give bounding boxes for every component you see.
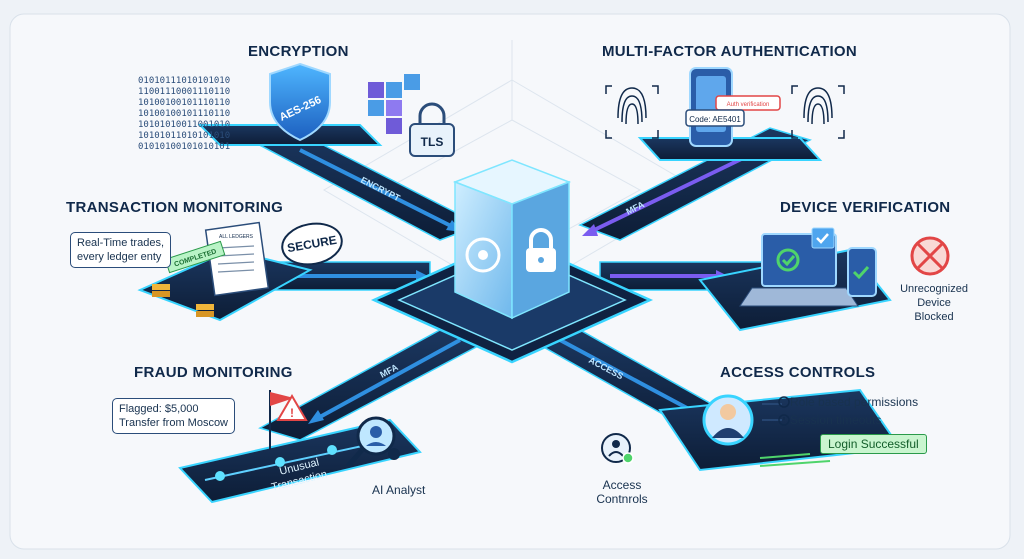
- transaction-bubble-line: every ledger enty: [77, 251, 162, 263]
- binary-line: 01010111010101010: [138, 76, 231, 86]
- device-blocked-caption: Unrecognized Device Blocked: [898, 282, 970, 324]
- binary-line: 10101010011001010: [138, 120, 231, 130]
- access-caption: Access Contnrols: [592, 478, 652, 506]
- device-title: DEVICE VERIFICATION: [780, 199, 951, 216]
- encryption-title: ENCRYPTION: [248, 43, 349, 60]
- auth-alert: [715, 95, 781, 111]
- code-card: [685, 109, 745, 127]
- shield-icon: [269, 62, 331, 142]
- fingerprint-icon: [605, 85, 659, 139]
- ledger-document: [204, 221, 270, 297]
- ledger-doc-title: ALL LEDGERS: [219, 234, 254, 240]
- vault-dial-icon: [465, 237, 501, 273]
- secure-stamp: [281, 222, 343, 266]
- binary-line: 01010100101010101: [138, 142, 231, 152]
- data-blocks-icon: [368, 74, 420, 134]
- role-permissions-item: Role based permissions: [790, 395, 919, 409]
- code-text: Code: AE5401: [689, 115, 741, 124]
- blocked-line: Device Blocked: [914, 297, 954, 323]
- binary-line: 10101011010101010: [138, 131, 231, 141]
- encryption-node: AES-256 TLS: [197, 62, 455, 157]
- binary-line: 11001110001110110: [138, 87, 231, 97]
- central-vault: [370, 159, 654, 364]
- person-icon: [778, 396, 790, 408]
- transaction-bubble: Real-Time trades, every ledger enty: [70, 232, 172, 268]
- tls-lock-icon: [409, 123, 455, 157]
- fingerprint-icon-2: [791, 85, 845, 139]
- clock-icon: [778, 414, 790, 426]
- ai-analyst-caption: AI Analyst: [372, 483, 426, 497]
- svg-text:!: !: [290, 406, 294, 420]
- tls-label: TLS: [421, 135, 444, 149]
- binary-stream: 01010111010101010 11001110001110110 1010…: [138, 76, 230, 153]
- mfa-node: Auth verification Code: AE5401: [605, 67, 845, 161]
- access-caption-line: Contnrols: [596, 492, 648, 506]
- binary-line: 10100100101110110: [138, 98, 231, 108]
- login-success-badge: Login Successful: [820, 434, 927, 454]
- ledger-lines: [217, 245, 255, 273]
- access-caption-line: Access: [602, 478, 642, 492]
- warning-icon: [276, 394, 308, 421]
- fraud-bubble-line: Transfer from Moscow: [119, 417, 229, 429]
- fraud-bubble-line: Flagged: $5,000: [119, 403, 199, 415]
- red-flag-icon: [270, 392, 294, 406]
- blocked-line: Unrecognized: [900, 283, 968, 295]
- fraud-title: FRAUD MONITORING: [134, 364, 293, 381]
- transaction-bubble-line: Real-Time trades,: [77, 237, 165, 249]
- mfa-title: MULTI-FACTOR AUTHENTICATION: [602, 43, 858, 60]
- access-title: ACCESS CONTROLS: [720, 364, 876, 381]
- fraud-bubble: Flagged: $5,000 Transfer from Moscow: [112, 398, 236, 434]
- binary-line: 10100100101110110: [138, 109, 231, 119]
- session-timeouts-item: Session timeouts: [790, 413, 882, 427]
- transaction-node: ALL LEDGERS COMPLETED SECURE: [137, 221, 343, 322]
- auth-alert-text: Auth verification: [727, 102, 770, 108]
- check-icon: [776, 248, 800, 272]
- gold-stack-icon: [152, 284, 214, 317]
- device-node: [698, 227, 950, 332]
- progress-lines: [759, 453, 831, 467]
- transaction-title: TRANSACTION MONITORING: [66, 199, 284, 216]
